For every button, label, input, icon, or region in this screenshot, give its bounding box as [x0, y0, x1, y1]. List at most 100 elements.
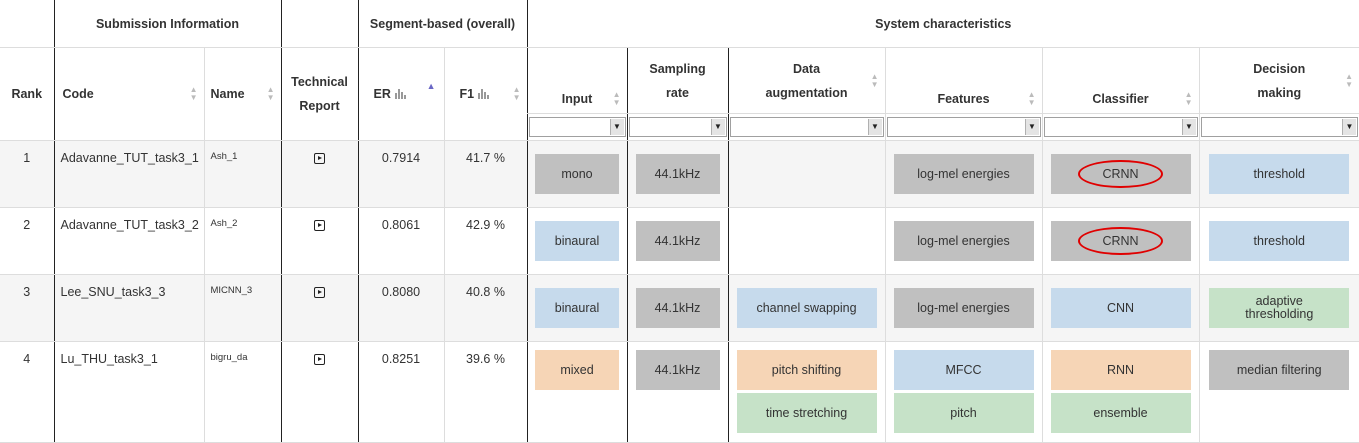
code-cell: Lu_THU_task3_1: [54, 342, 204, 443]
report-document-icon[interactable]: [314, 287, 325, 298]
er-cell: 0.7914: [358, 141, 444, 208]
input-cell: binaural: [527, 275, 627, 342]
sampling-rate-label-1: Sampling: [628, 57, 728, 81]
input-header[interactable]: Input ▲▼: [527, 48, 627, 114]
rank-label: Rank: [11, 87, 42, 101]
decision-making-chip: median filtering: [1209, 350, 1349, 390]
sort-arrows-icon: ▲▼: [1345, 73, 1353, 89]
input-chip: binaural: [535, 288, 619, 328]
submission-info-header: Submission Information: [54, 0, 281, 48]
code-cell: Lee_SNU_task3_3: [54, 275, 204, 342]
dropdown-arrow-icon: ▼: [1342, 119, 1356, 135]
sort-arrows-icon: ▲▼: [1185, 91, 1193, 107]
table-row: 3 Lee_SNU_task3_3 MICNN_3 0.8080 40.8 % …: [0, 275, 1359, 342]
report-document-icon[interactable]: [314, 220, 325, 231]
input-chip: mixed: [535, 350, 619, 390]
data-augmentation-chip: channel swapping: [737, 288, 877, 328]
dropdown-arrow-icon: ▼: [1182, 119, 1196, 135]
header-blank-report: [281, 0, 358, 48]
decision-making-chip: threshold: [1209, 154, 1349, 194]
classifier-chip: CRNN: [1051, 221, 1191, 261]
sort-arrows-icon: ▲▼: [613, 91, 621, 107]
bar-chart-icon[interactable]: [478, 89, 489, 99]
dropdown-arrow-icon: ▼: [711, 119, 725, 135]
classifier-filter-select[interactable]: ▼: [1044, 117, 1198, 137]
er-header[interactable]: ER ▲: [358, 48, 444, 141]
data-augmentation-filter-cell: ▼: [728, 114, 885, 141]
sort-ascending-icon: ▲: [427, 74, 436, 98]
code-cell: Adavanne_TUT_task3_1: [54, 141, 204, 208]
classifier-cell: RNN ensemble: [1042, 342, 1199, 443]
highlight-circle: CRNN: [1078, 227, 1162, 255]
technical-report-label-1: Technical: [282, 70, 358, 94]
input-cell: binaural: [527, 208, 627, 275]
data-augmentation-chip: pitch shifting: [737, 350, 877, 390]
sampling-rate-header[interactable]: Sampling rate: [627, 48, 728, 114]
sort-arrows-icon: ▲▼: [513, 86, 521, 102]
decision-making-cell: threshold: [1199, 208, 1359, 275]
sort-arrows-icon: ▲▼: [871, 73, 879, 89]
decision-making-cell: median filtering: [1199, 342, 1359, 443]
decision-making-filter-select[interactable]: ▼: [1201, 117, 1359, 137]
code-cell: Adavanne_TUT_task3_2: [54, 208, 204, 275]
classifier-header[interactable]: Classifier ▲▼: [1042, 48, 1199, 114]
system-characteristics-header: System characteristics: [527, 0, 1359, 48]
er-cell: 0.8061: [358, 208, 444, 275]
data-augmentation-cell: pitch shifting time stretching: [728, 342, 885, 443]
classifier-chip: CNN: [1051, 288, 1191, 328]
features-chip: MFCC: [894, 350, 1034, 390]
report-cell: [281, 342, 358, 443]
rank-cell: 1: [0, 141, 54, 208]
segment-based-header: Segment-based (overall): [358, 0, 527, 48]
bar-chart-icon[interactable]: [395, 89, 406, 99]
table-row: 1 Adavanne_TUT_task3_1 Ash_1 0.7914 41.7…: [0, 141, 1359, 208]
decision-making-cell: threshold: [1199, 141, 1359, 208]
rank-cell: 4: [0, 342, 54, 443]
sampling-rate-cell: 44.1kHz: [627, 208, 728, 275]
decision-making-filter-cell: ▼: [1199, 114, 1359, 141]
sampling-rate-filter-select[interactable]: ▼: [629, 117, 727, 137]
classifier-label: Classifier: [1092, 92, 1148, 106]
f1-header[interactable]: F1 ▲▼: [444, 48, 527, 141]
sampling-rate-chip: 44.1kHz: [636, 154, 720, 194]
input-cell: mixed: [527, 342, 627, 443]
report-cell: [281, 208, 358, 275]
data-augmentation-label-1: Data: [729, 57, 885, 81]
features-cell: log-mel energies: [885, 275, 1042, 342]
rank-cell: 2: [0, 208, 54, 275]
classifier-chip: CRNN: [1051, 154, 1191, 194]
decision-making-label-2: making: [1200, 81, 1359, 105]
features-chip: pitch: [894, 393, 1034, 433]
classifier-cell: CNN: [1042, 275, 1199, 342]
code-header[interactable]: Code ▲▼: [54, 48, 204, 141]
name-cell: Ash_2: [204, 208, 281, 275]
classifier-chip: RNN: [1051, 350, 1191, 390]
features-filter-select[interactable]: ▼: [887, 117, 1041, 137]
features-header[interactable]: Features ▲▼: [885, 48, 1042, 114]
dropdown-arrow-icon: ▼: [610, 119, 624, 135]
f1-cell: 40.8 %: [444, 275, 527, 342]
data-augmentation-filter-select[interactable]: ▼: [730, 117, 884, 137]
input-filter-select[interactable]: ▼: [529, 117, 626, 137]
data-augmentation-label-2: augmentation: [729, 81, 885, 105]
rank-header[interactable]: Rank: [0, 48, 54, 141]
sampling-rate-label-2: rate: [628, 81, 728, 105]
data-augmentation-header[interactable]: Data augmentation ▲▼: [728, 48, 885, 114]
classifier-filter-cell: ▼: [1042, 114, 1199, 141]
name-header[interactable]: Name ▲▼: [204, 48, 281, 141]
input-label: Input: [562, 92, 593, 106]
report-document-icon[interactable]: [314, 354, 325, 365]
sampling-rate-chip: 44.1kHz: [636, 221, 720, 261]
data-augmentation-cell: [728, 208, 885, 275]
report-document-icon[interactable]: [314, 153, 325, 164]
features-chip: log-mel energies: [894, 221, 1034, 261]
sort-arrows-icon: ▲▼: [267, 86, 275, 102]
features-cell: MFCC pitch: [885, 342, 1042, 443]
name-cell: Ash_1: [204, 141, 281, 208]
decision-making-header[interactable]: Decision making ▲▼: [1199, 48, 1359, 114]
report-cell: [281, 275, 358, 342]
decision-making-label-1: Decision: [1200, 57, 1359, 81]
sampling-rate-filter-cell: ▼: [627, 114, 728, 141]
